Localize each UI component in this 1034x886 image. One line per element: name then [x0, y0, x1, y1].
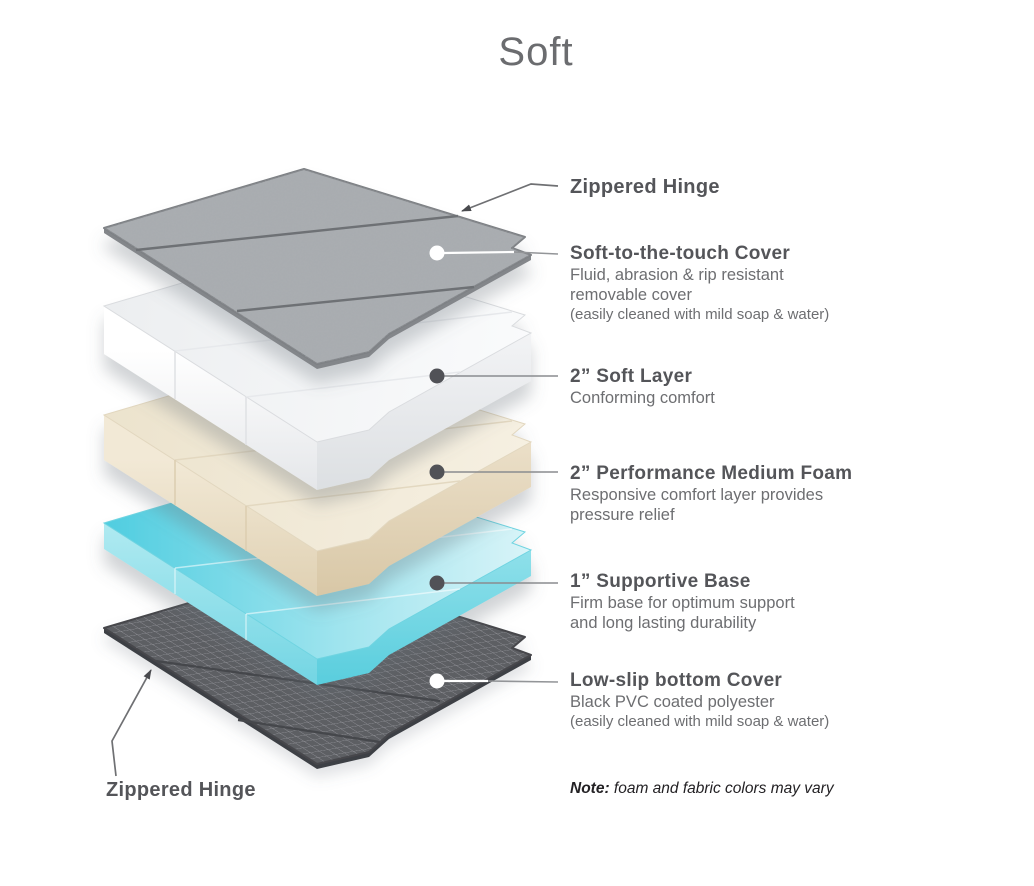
- callout-medium-foam: 2” Performance Medium Foam Responsive co…: [570, 463, 852, 525]
- connector-cover-top: [513, 251, 559, 255]
- color-disclaimer-note: Note: foam and fabric colors may vary: [570, 779, 834, 798]
- callout-dot-medium-foam: [429, 464, 445, 480]
- callout-connectors: [111, 183, 559, 777]
- hinge-bottom-label: Zippered Hinge: [106, 779, 256, 801]
- hinge-top-label: Zippered Hinge: [570, 176, 720, 198]
- callout-soft-layer: 2” Soft Layer Conforming comfort: [570, 366, 715, 408]
- medium-foam-line1: Responsive comfort layer provides: [570, 486, 824, 504]
- supportive-base-line2: and long lasting durability: [570, 614, 757, 632]
- top-cover-graphic: [103, 168, 532, 369]
- cover-top-line1: Fluid, abrasion & rip resistant: [570, 266, 784, 284]
- supportive-base-heading: 1” Supportive Base: [570, 571, 751, 592]
- callout-dot-supportive-base: [429, 575, 445, 591]
- callout-hinge-bottom: Zippered Hinge: [106, 779, 256, 801]
- medium-foam-heading: 2” Performance Medium Foam: [570, 463, 853, 484]
- callout-dot-soft-layer: [429, 368, 445, 384]
- soft-layer-heading: 2” Soft Layer: [570, 366, 693, 387]
- cover-top-heading: Soft-to-the-touch Cover: [570, 243, 791, 264]
- hinge-bottom-arrow: [111, 669, 152, 777]
- page-title: Soft: [498, 30, 574, 74]
- connector-cover-top-white: [443, 250, 515, 255]
- note-text: foam and fabric colors may vary: [609, 780, 834, 797]
- bottom-cover-line1: Black PVC coated polyester: [570, 693, 775, 711]
- connector-bottom-cover: [487, 680, 559, 683]
- medium-foam-line2: pressure relief: [570, 506, 675, 524]
- note-label: Note:: [570, 780, 610, 797]
- bottom-cover-fine: (easily cleaned with mild soap & water): [570, 713, 830, 730]
- callout-supportive-base: 1” Supportive Base Firm base for optimum…: [570, 571, 795, 633]
- supportive-base-line1: Firm base for optimum support: [570, 594, 795, 612]
- hinge-top-arrow: [461, 183, 559, 212]
- callout-dot-bottom-cover: [429, 673, 445, 689]
- callout-bottom-cover: Low-slip bottom Cover Black PVC coated p…: [570, 670, 829, 732]
- cover-top-fine: (easily cleaned with mild soap & water): [570, 306, 830, 323]
- callout-cover-top: Soft-to-the-touch Cover Fluid, abrasion …: [570, 243, 829, 325]
- cover-top-line2: removable cover: [570, 286, 692, 304]
- callout-dot-cover-top: [429, 245, 445, 261]
- bottom-cover-heading: Low-slip bottom Cover: [570, 670, 783, 691]
- callout-hinge-top: Zippered Hinge: [570, 176, 720, 198]
- soft-layer-line1: Conforming comfort: [570, 389, 715, 407]
